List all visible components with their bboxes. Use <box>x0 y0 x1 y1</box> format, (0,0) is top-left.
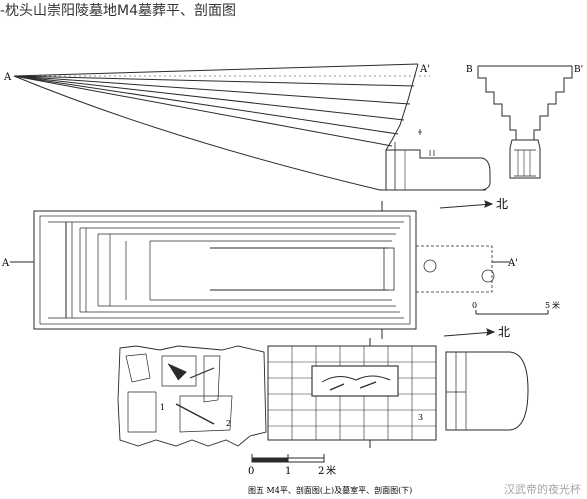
north-arrow-upper <box>439 200 494 209</box>
plan-numeral-2: 2 <box>226 419 231 428</box>
plan-label-a-prime: A' <box>507 258 518 269</box>
scale-lower-unit: 米 <box>326 464 336 477</box>
figure-caption: 图五 M4平、剖面图(上)及墓室平、剖面图(下) <box>248 485 412 495</box>
scale-upper-unit: 米 <box>552 300 560 310</box>
north-arrow-lower <box>443 328 496 337</box>
scale-lower-one: 1 <box>285 466 291 477</box>
scale-upper-five: 5 <box>545 301 550 310</box>
plan-label-a: A <box>1 258 10 269</box>
longitudinal-section <box>13 63 491 191</box>
cross-section <box>477 65 573 179</box>
plan-view <box>10 201 510 339</box>
chamber-plan <box>117 338 437 448</box>
plan-numeral-1: 1 <box>160 403 165 412</box>
scale-upper-zero: 0 <box>472 301 477 310</box>
section-label-a-prime: A' <box>419 64 430 75</box>
scale-bar-lower <box>251 454 325 463</box>
tomb-drawing: A A' B B' A A' 北 北 0 5 米 0 1 2 米 1 2 3 图… <box>1 63 583 495</box>
plan-numeral-3: 3 <box>418 413 423 422</box>
north-label-upper: 北 <box>496 197 508 211</box>
scale-lower-two: 2 <box>318 466 324 477</box>
north-label-lower: 北 <box>498 325 510 339</box>
scale-bar-upper <box>475 310 549 315</box>
page-title: -枕头山崇阳陵墓地M4墓葬平、剖面图 <box>0 3 237 19</box>
section-label-b-prime: B' <box>574 65 583 75</box>
scale-lower-zero: 0 <box>248 466 254 477</box>
section-label-b: B <box>466 65 473 75</box>
section-label-a: A <box>3 72 12 83</box>
chamber-cross-section <box>445 351 529 431</box>
watermark: 汉武帝的夜光杯 <box>504 483 581 496</box>
